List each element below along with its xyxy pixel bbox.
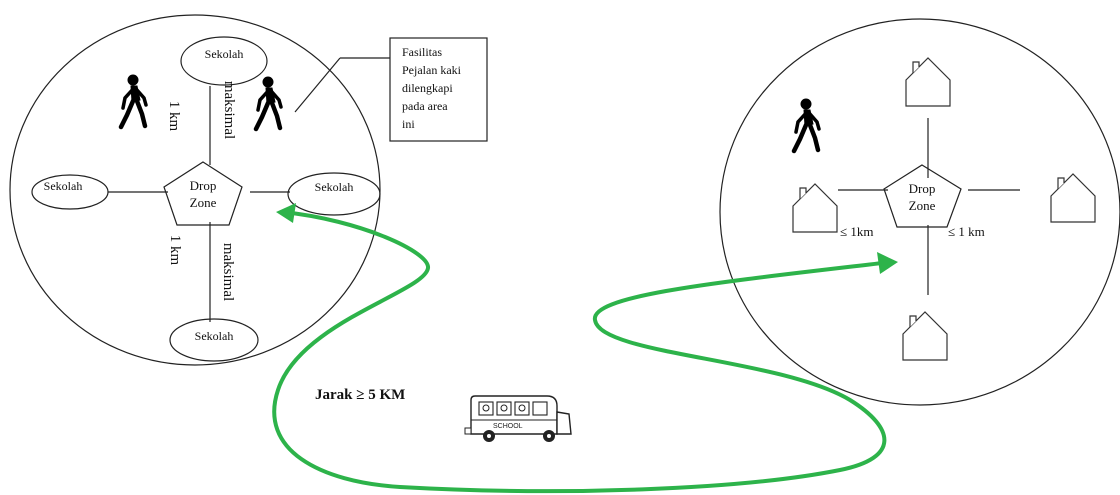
school-right: Sekolah bbox=[287, 172, 381, 216]
distance-left-label: ≤ 1km bbox=[840, 224, 874, 239]
distance-right-label: ≤ 1 km bbox=[948, 224, 985, 239]
distance-bottom-max-label: maksimal bbox=[220, 243, 236, 301]
house-icon bbox=[792, 183, 838, 233]
house-icon bbox=[905, 57, 951, 107]
school-bus-icon: SCHOOL bbox=[464, 395, 572, 442]
drop-zone-label-2: Zone bbox=[190, 195, 217, 210]
route-path bbox=[272, 210, 893, 494]
route: Jarak ≥ 5 KM bbox=[272, 203, 898, 494]
callout-line: pada area bbox=[402, 99, 448, 113]
home-zone: Drop Zone ≤ 1km ≤ 1 km bbox=[719, 18, 1120, 406]
route-arrow-end bbox=[877, 252, 898, 274]
school-label: Sekolah bbox=[44, 179, 83, 193]
callout-pointer bbox=[294, 57, 341, 113]
school-top: Sekolah bbox=[180, 36, 268, 86]
drop-zone-pentagon bbox=[163, 161, 243, 226]
callout-line: Pejalan kaki bbox=[402, 63, 462, 77]
home-zone-boundary bbox=[719, 18, 1120, 406]
callout-line: ini bbox=[402, 117, 415, 131]
school-label: Sekolah bbox=[195, 329, 234, 343]
school-label: Sekolah bbox=[205, 47, 244, 61]
school-left: Sekolah bbox=[31, 174, 109, 210]
callout-box bbox=[389, 37, 488, 142]
school-label: Sekolah bbox=[315, 180, 354, 194]
pedestrian-icon bbox=[121, 75, 146, 127]
route-arrow-start bbox=[276, 203, 296, 223]
route-distance-label: Jarak ≥ 5 KM bbox=[315, 387, 405, 403]
bus-text: SCHOOL bbox=[493, 423, 523, 430]
callout-line: Fasilitas bbox=[402, 45, 442, 59]
drop-zone-label-1: Drop bbox=[190, 178, 217, 193]
house-icon bbox=[1050, 173, 1096, 223]
drop-zone-pentagon bbox=[883, 164, 962, 228]
callout-line: dilengkapi bbox=[402, 81, 453, 95]
drop-zone-label-1: Drop bbox=[909, 181, 936, 196]
school-zone-boundary bbox=[9, 14, 381, 366]
school-zone: Drop Zone Sekolah Sekolah Sekolah Sekola… bbox=[9, 14, 488, 366]
distance-top-label: 1 km bbox=[166, 101, 182, 132]
distance-bottom-label: 1 km bbox=[167, 235, 183, 266]
school-bottom: Sekolah bbox=[169, 318, 259, 362]
house-icon bbox=[902, 311, 948, 361]
drop-zone-label-2: Zone bbox=[909, 198, 936, 213]
distance-top-max-label: maksimal bbox=[221, 81, 237, 139]
pedestrian-icon bbox=[794, 99, 819, 151]
pedestrian-icon bbox=[256, 77, 281, 129]
